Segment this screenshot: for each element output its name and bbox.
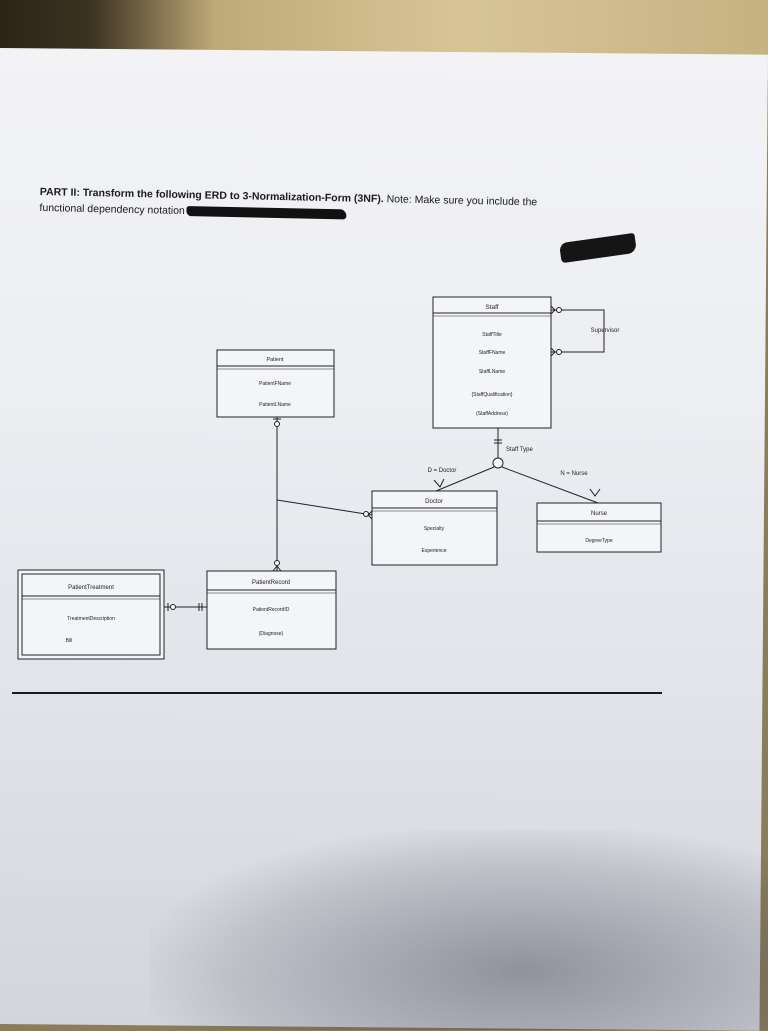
- patient-title: Patient: [266, 357, 284, 363]
- staff-attr-1: StaffTitle: [482, 332, 502, 338]
- relationship-supervisor: [550, 305, 605, 357]
- staff-title: Staff: [485, 304, 498, 311]
- patient-record-title: PatientRecord: [252, 580, 290, 586]
- patient-treatment-title: PatientTreatment: [68, 585, 114, 591]
- staff-attr-3: StaffLName: [479, 369, 506, 375]
- nurse-title: Nurse: [591, 511, 608, 517]
- doctor-discriminator-label: D = Doctor: [428, 468, 457, 474]
- entity-nurse: [536, 502, 662, 553]
- supervisor-label: Supervisor: [591, 328, 620, 334]
- doctor-attr-1: Specialty: [424, 526, 445, 532]
- relationship-patient-doctor: [276, 499, 373, 520]
- patient-treatment-attr-1: TreatmentDescription: [67, 616, 115, 622]
- divider-line: [12, 692, 662, 694]
- patient-record-attr-1: PatientRecordID: [253, 607, 290, 613]
- staff-type-label: Staff Type: [506, 447, 533, 453]
- patient-attr-1: PatientFName: [259, 381, 291, 387]
- staff-attr-5: (StaffAddress): [476, 411, 508, 417]
- entity-patient: [216, 349, 335, 418]
- entity-patient-record: [206, 570, 337, 650]
- entity-patient-treatment: [17, 569, 165, 660]
- staff-attr-4: {StaffQualification}: [471, 392, 512, 398]
- nurse-discriminator-label: N = Nurse: [560, 471, 588, 477]
- specialization-staff-type: [433, 428, 601, 504]
- patient-treatment-attr-2: Bill: [66, 638, 73, 644]
- entity-staff: [432, 296, 552, 429]
- relationship-patient-record: [272, 417, 282, 572]
- doctor-title: Doctor: [425, 499, 443, 505]
- staff-attr-2: StaffFName: [479, 350, 506, 356]
- doctor-attr-2: Experience: [421, 548, 446, 554]
- patient-attr-2: PatientLName: [259, 402, 291, 408]
- nurse-attr-1: DegreeType: [585, 538, 612, 544]
- relationship-treatment-record: [164, 603, 207, 611]
- entity-doctor: [371, 490, 498, 566]
- patient-record-attr-2: {Diagnose}: [259, 631, 284, 637]
